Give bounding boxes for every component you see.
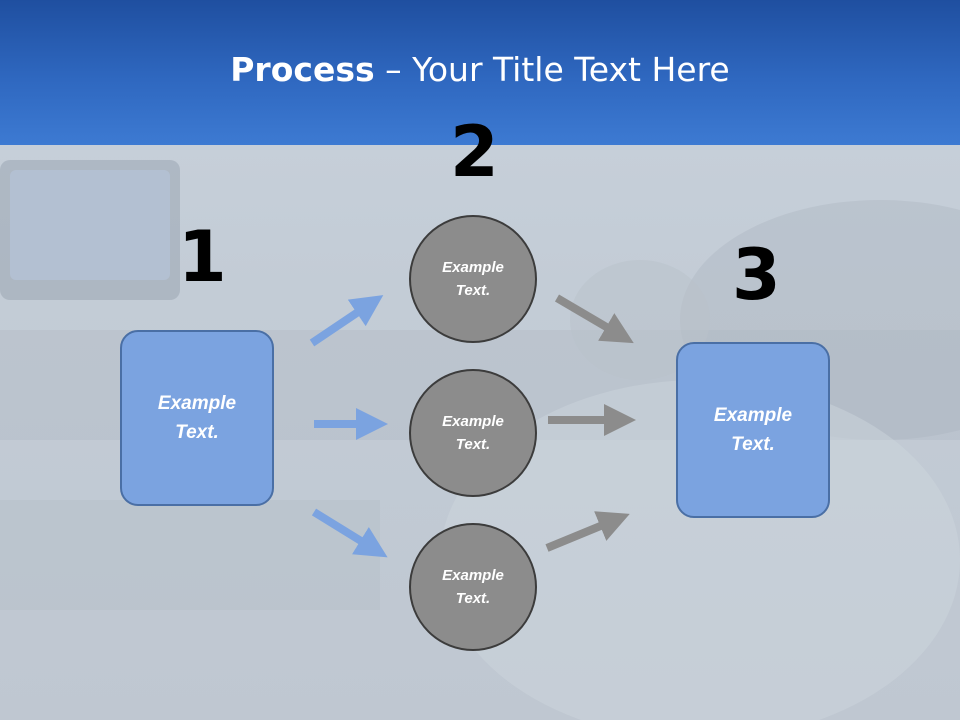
circle-middle-text: Example Text.	[442, 413, 504, 453]
step-number-3: 3	[732, 234, 781, 316]
arrow-left-to-top	[309, 295, 384, 347]
left-box-text: Example Text.	[157, 393, 237, 443]
title-rest: – Your Title Text Here	[374, 50, 730, 89]
right-process-box: Example Text.	[676, 342, 830, 518]
circle-bottom: Example Text.	[409, 523, 537, 651]
right-box-text: Example Text.	[713, 405, 793, 455]
step-number-2: 2	[450, 111, 499, 193]
slide-title: Process – Your Title Text Here	[0, 50, 960, 89]
arrow-left-to-bottom	[311, 508, 388, 558]
step-number-1: 1	[178, 216, 227, 298]
circle-top: Example Text.	[409, 215, 537, 343]
title-bar	[0, 0, 960, 145]
circle-top-text: Example Text.	[442, 259, 504, 299]
arrow-bottom-to-right	[545, 511, 630, 552]
left-process-box: Example Text.	[120, 330, 274, 506]
circle-middle: Example Text.	[409, 369, 537, 497]
arrow-top-to-right	[554, 294, 634, 344]
circle-bottom-text: Example Text.	[442, 567, 504, 607]
title-bold: Process	[230, 50, 375, 89]
